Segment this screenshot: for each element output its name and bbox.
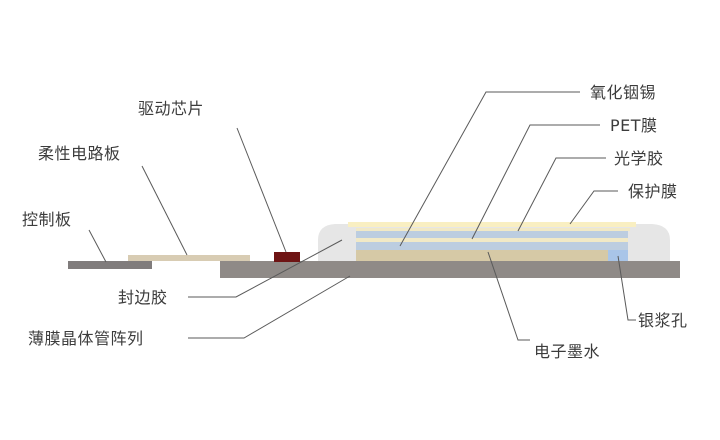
label-e-ink: 电子墨水 [534,342,600,361]
label-control-board: 控制板 [22,210,72,229]
label-tft-array: 薄膜晶体管阵列 [28,329,144,348]
leader-line-pet-film [471,124,600,240]
leader-line-optical-adhesive [517,157,606,232]
leader-line-protective-film [569,190,618,225]
pet-film-layer [356,238,628,242]
leader-line-silver-via [617,255,636,321]
label-silver-via: 银浆孔 [638,311,688,330]
e-ink-layer [356,250,628,261]
silver-via [608,250,628,261]
label-fpc: 柔性电路板 [38,144,121,163]
label-ito: 氧化铟锡 [590,83,656,102]
tft-substrate [220,261,680,278]
label-pet-film: PET膜 [610,116,658,135]
label-optical-adhesive: 光学胶 [614,149,664,168]
leader-line-driver-chip [236,127,287,253]
leader-line-tft-array [188,275,351,339]
label-protective-film: 保护膜 [628,182,678,201]
label-driver-chip: 驱动芯片 [138,99,204,118]
leader-line-control-board [88,229,107,263]
label-sealant: 封边胶 [118,288,168,307]
protective-film-layer [348,222,636,227]
leader-line-ito [399,91,580,247]
control-board [68,261,152,269]
leader-line-sealant [188,239,343,298]
fpc-strip [128,255,250,261]
leader-line-fpc [141,165,188,256]
optical-adhesive-layer [356,228,630,231]
driver-chip [274,252,300,262]
leader-line-e-ink [487,251,530,341]
